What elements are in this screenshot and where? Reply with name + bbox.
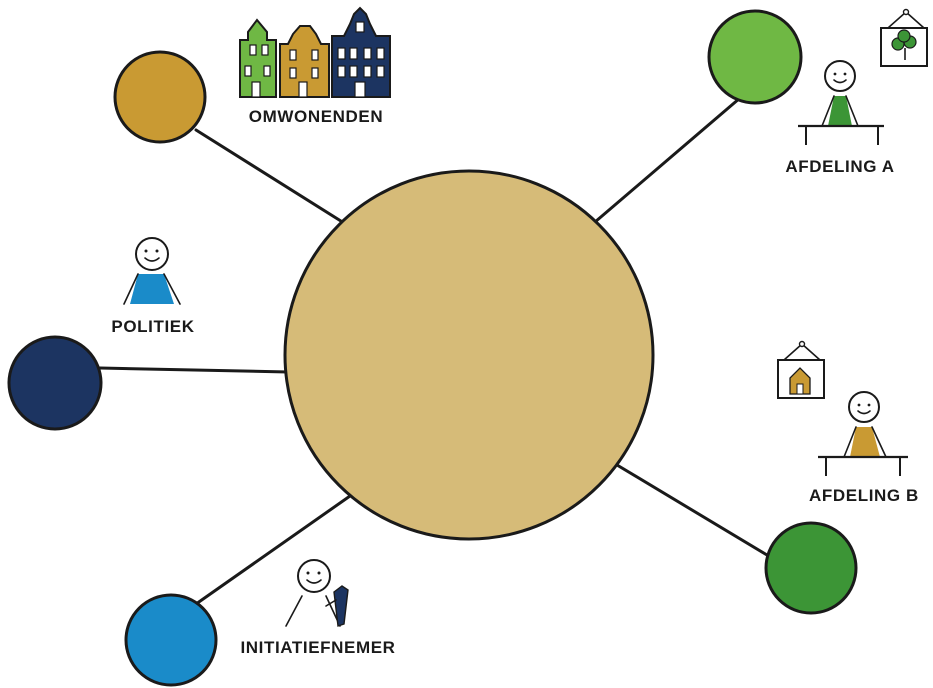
person-icon	[123, 237, 181, 305]
label-afdeling-b: AFDELING B	[809, 486, 919, 505]
connector-lines	[98, 96, 774, 606]
canal-house-ochre	[279, 25, 330, 98]
node-initiatiefnemer	[124, 593, 218, 687]
connector-omwonenden	[194, 128, 354, 230]
node-omwonenden	[113, 50, 207, 144]
person-with-pen-icon	[285, 559, 349, 627]
node-politiek	[7, 335, 103, 431]
label-omwonenden: OMWONENDEN	[249, 107, 383, 126]
connector-afdeling-b	[610, 460, 774, 560]
person-at-desk-icon	[798, 60, 884, 145]
person-at-desk-icon-b	[818, 391, 908, 476]
label-initiatiefnemer: INITIATIEFNEMER	[240, 638, 395, 657]
node-afdeling-b	[764, 521, 858, 615]
canal-houses-icon	[239, 6, 391, 98]
canal-house-green	[239, 18, 277, 98]
node-afdeling-a	[707, 9, 803, 105]
framed-tree-picture-icon	[880, 8, 928, 67]
center-circle	[283, 169, 655, 541]
connector-politiek	[98, 366, 290, 374]
framed-house-picture-icon	[777, 340, 825, 399]
canal-house-navy	[331, 6, 391, 98]
connector-initiatiefnemer	[194, 494, 352, 606]
label-afdeling-a: AFDELING A	[785, 157, 894, 176]
label-politiek: POLITIEK	[111, 317, 194, 336]
connector-afdeling-a	[593, 96, 742, 224]
